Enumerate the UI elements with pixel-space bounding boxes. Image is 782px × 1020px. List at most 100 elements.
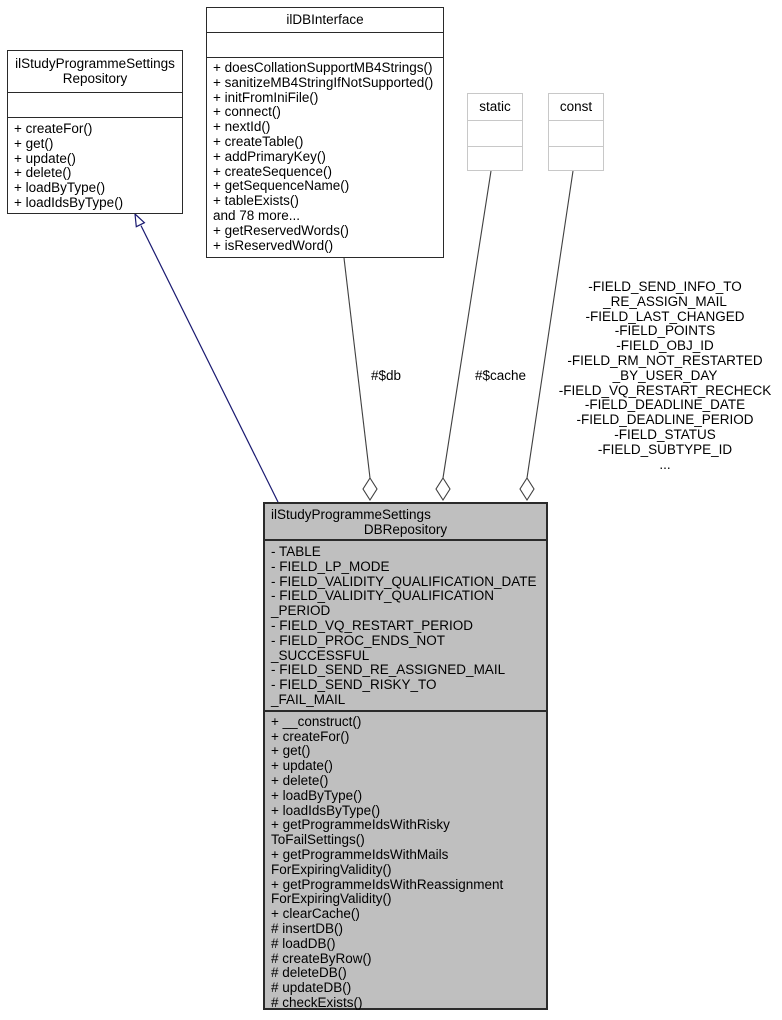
method: + createFor() [14, 121, 93, 136]
node-static[interactable]: static [467, 93, 523, 171]
node-title-line: const [559, 99, 593, 114]
method: + __construct() [271, 713, 362, 729]
const-field: -FIELD_SUBTYPE_ID [597, 441, 733, 457]
const-edge [526, 170, 574, 479]
class-title-line: ilDBInterface [286, 12, 364, 27]
node-const[interactable]: const [548, 93, 604, 171]
method: + loadByType() [271, 787, 363, 803]
methods-compartment: + createFor() + get() + update() + delet… [8, 117, 182, 213]
attribute: - FIELD_PROC_ENDS_NOT [271, 632, 446, 648]
methods-compartment: + doesCollationSupportMB4Strings() + san… [207, 57, 443, 257]
const-field: -FIELD_POINTS [614, 323, 716, 339]
attribute: - TABLE [271, 544, 321, 559]
method: + createFor() [271, 728, 350, 744]
method: + doesCollationSupportMB4Strings() [213, 60, 433, 75]
cache-diamond [435, 476, 451, 502]
class-title: ilDBInterface [207, 8, 443, 32]
attribute: - FIELD_VQ_RESTART_PERIOD [271, 617, 474, 633]
more-methods-note: and 78 more... [213, 207, 301, 223]
attribute: - FIELD_VALIDITY_QUALIFICATION [271, 588, 495, 604]
method: + initFromIniFile() [213, 89, 319, 105]
edge-label-db: #$db [371, 368, 402, 383]
class-title: ilStudyProgrammeSettings Repository [8, 51, 182, 92]
methods-compartment: + __construct() + createFor() + get() + … [265, 709, 546, 1013]
method: + createSequence() [213, 163, 332, 179]
method: + nextId() [213, 119, 271, 135]
attributes-compartment: - TABLE - FIELD_LP_MODE - FIELD_VALIDITY… [265, 539, 546, 710]
method: + getProgrammeIdsWithRisky [271, 817, 450, 833]
method: + getProgrammeIdsWithReassignment [271, 876, 504, 892]
class-settings-repository[interactable]: ilStudyProgrammeSettings Repository + cr… [7, 50, 183, 214]
method: + getReservedWords() [213, 222, 349, 238]
method-wrap: ForExpiringValidity() [271, 861, 392, 877]
attribute: - FIELD_SEND_RISKY_TO [271, 677, 437, 693]
method: # insertDB() [271, 920, 344, 936]
class-db-interface[interactable]: ilDBInterface + doesCollationSupportMB4S… [206, 7, 444, 258]
class-title-line: DBRepository [363, 522, 448, 537]
const-field: -FIELD_LAST_CHANGED [585, 308, 745, 324]
method: + clearCache() [271, 906, 360, 922]
const-field: -FIELD_RM_NOT_RESTARTED [567, 352, 763, 368]
const-diamond [519, 476, 535, 502]
method: # checkExists() [271, 994, 363, 1010]
node-title: const [549, 94, 603, 120]
method: + loadByType() [14, 180, 106, 196]
attribute-wrap: _PERIOD [271, 603, 331, 619]
cache-edge [442, 170, 492, 479]
method: # createByRow() [271, 950, 372, 966]
method: + update() [14, 150, 76, 166]
const-field: -FIELD_OBJ_ID [616, 338, 714, 354]
edge-label-cache: #$cache [475, 368, 527, 383]
node-title-line: static [479, 99, 511, 114]
attribute: - FIELD_SEND_RE_ASSIGNED_MAIL [271, 662, 506, 678]
method: + get() [14, 135, 54, 151]
method: + createTable() [213, 133, 304, 149]
node-title: static [468, 94, 522, 120]
method: + addPrimaryKey() [213, 148, 326, 164]
method: + sanitizeMB4StringIfNotSupported() [213, 74, 434, 90]
attributes-compartment-empty [549, 120, 603, 146]
db-diamond [362, 476, 378, 502]
method-wrap: ToFailSettings() [271, 832, 365, 848]
class-title: ilStudyProgrammeSettings DBRepository [265, 504, 546, 539]
class-settings-db-repository[interactable]: ilStudyProgrammeSettings DBRepository - … [263, 502, 548, 1010]
inheritance-arrowhead [134, 212, 146, 228]
method: # loadDB() [271, 935, 336, 951]
const-field: -FIELD_VQ_RESTART_RECHECK [558, 382, 772, 398]
method: + getProgrammeIdsWithMails [271, 846, 449, 862]
attribute: - FIELD_VALIDITY_QUALIFICATION_DATE [271, 573, 537, 589]
ellipsis-label: ... [659, 456, 671, 472]
attribute-wrap: _SUCCESSFUL [271, 647, 370, 663]
class-title-line: ilStudyProgrammeSettings [271, 507, 431, 522]
method: # deleteDB() [271, 965, 347, 981]
method: + tableExists() [213, 193, 299, 209]
const-field: -FIELD_SEND_INFO_TO [588, 279, 742, 294]
attribute-wrap: _FAIL_MAIL [271, 691, 346, 707]
method: + delete() [271, 772, 329, 788]
const-field: _RE_ASSIGN_MAIL [603, 293, 727, 309]
attributes-compartment-empty [468, 120, 522, 146]
method: + getSequenceName() [213, 178, 350, 194]
edge-label-const-fields: -FIELD_SEND_INFO_TO _RE_ASSIGN_MAIL -FIE… [550, 279, 780, 472]
class-title-line: ilStudyProgrammeSettings [15, 56, 175, 71]
const-field: -FIELD_STATUS [614, 426, 716, 442]
method: + connect() [213, 104, 281, 120]
attribute: - FIELD_LP_MODE [271, 558, 390, 574]
method: + update() [271, 758, 333, 774]
class-title-line: Repository [62, 71, 128, 86]
attributes-compartment-empty [8, 92, 182, 117]
method: # updateDB() [271, 980, 352, 996]
method: + isReservedWord() [213, 237, 334, 253]
const-field: -FIELD_DEADLINE_DATE [584, 397, 746, 413]
inheritance-edge [140, 225, 279, 503]
method-wrap: ForExpiringValidity() [271, 891, 392, 907]
method: + loadIdsByType() [14, 194, 124, 210]
methods-compartment-empty [468, 146, 522, 170]
methods-compartment-empty [549, 146, 603, 170]
attributes-compartment-empty [207, 32, 443, 57]
method: + delete() [14, 165, 72, 181]
const-field: _BY_USER_DAY [612, 367, 718, 383]
method: + loadIdsByType() [271, 802, 381, 818]
